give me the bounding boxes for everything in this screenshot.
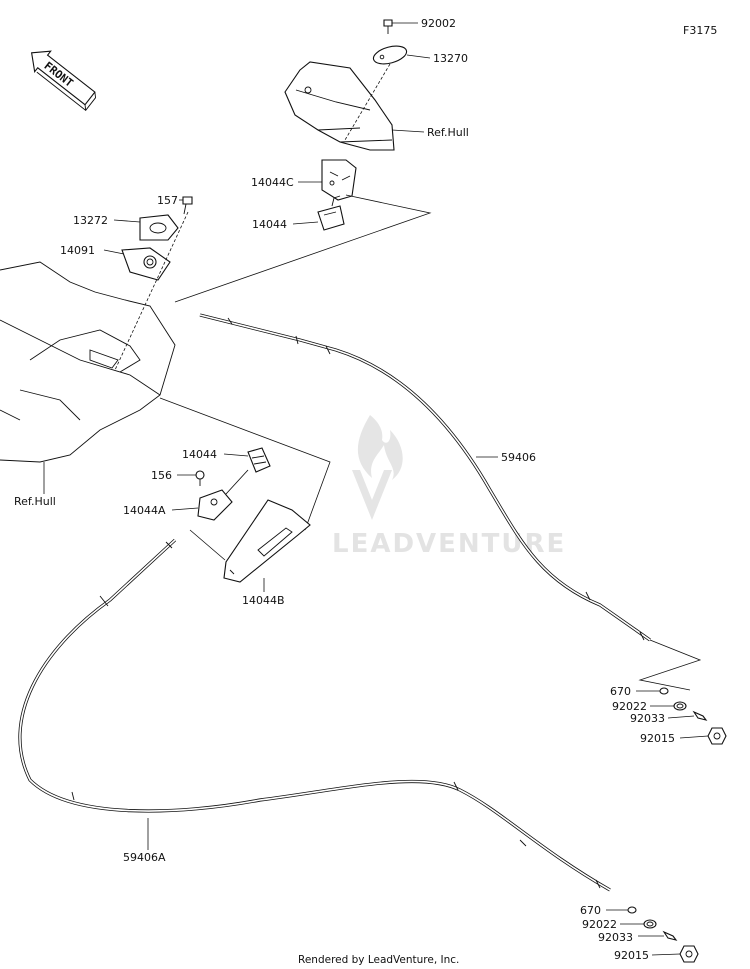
label-14044b: 14044B [242,594,285,607]
label-13272: 13272 [73,214,108,227]
bolt-156 [195,470,205,486]
bolt-92002 [383,19,393,34]
front-arrow: FRONT [30,50,97,111]
label-92033-a: 92033 [630,712,665,725]
label-59406a: 59406A [123,851,166,864]
label-670-a: 670 [610,685,631,698]
hull-section-left [0,261,176,463]
bracket-14044a [197,469,249,521]
label-92033-b: 92033 [598,931,633,944]
label-ref-hull-left: Ref.Hull [14,495,56,508]
label-92002: 92002 [421,17,456,30]
label-14091: 14091 [60,244,95,257]
bracket-14044c [321,159,357,201]
clamp-14044-top [317,195,345,231]
label-92015-a: 92015 [640,732,675,745]
label-ref-hull-top: Ref.Hull [427,126,469,139]
hull-section-top [284,61,395,151]
label-156: 156 [151,469,172,482]
bolt-157 [182,196,193,215]
cable-59406 [199,313,702,691]
label-92022-a: 92022 [612,700,647,713]
fitting-14091 [121,247,171,281]
label-14044-top: 14044 [252,218,287,231]
label-14044-mid: 14044 [182,448,217,461]
label-14044c: 14044C [251,176,294,189]
label-92015-b: 92015 [614,949,649,962]
leader-lines [43,22,709,956]
footer-credit: Rendered by LeadVenture, Inc. [298,954,459,966]
cable-59406a [18,538,611,892]
clamp-14044-mid [247,447,271,473]
figure-code: F3175 [683,24,717,37]
hardware-set-b [627,906,699,963]
label-157: 157 [157,194,178,207]
label-13270: 13270 [433,52,468,65]
label-92022-b: 92022 [582,918,617,931]
plate-14044b [223,499,311,583]
watermark: LEADVENTURE [332,415,564,559]
gasket-13270 [372,45,408,65]
gasket-13272 [139,214,179,241]
label-670-b: 670 [580,904,601,917]
label-59406: 59406 [501,451,536,464]
label-14044a: 14044A [123,504,166,517]
